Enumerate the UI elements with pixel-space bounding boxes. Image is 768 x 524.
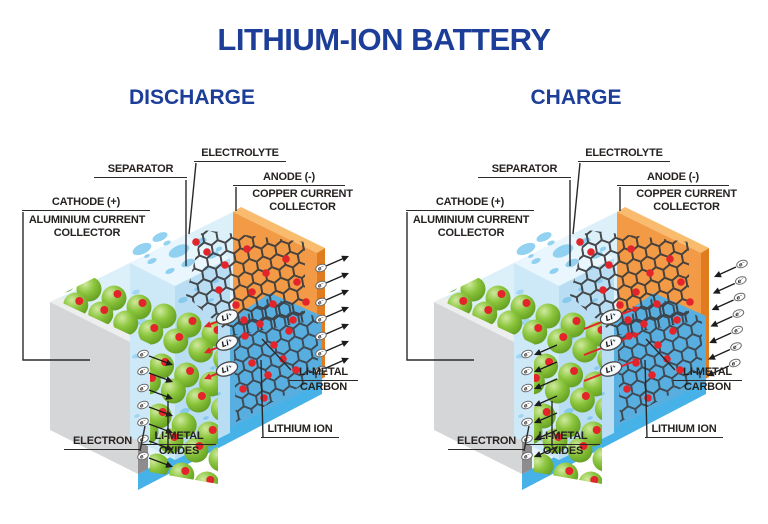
svg-text:Li⁺: Li⁺ <box>604 337 618 349</box>
svg-text:e⁻: e⁻ <box>139 419 147 427</box>
copper-collector-label: COPPER CURRENT COLLECTOR <box>636 188 737 213</box>
svg-text:e⁻: e⁻ <box>317 367 325 375</box>
svg-text:e⁻: e⁻ <box>317 333 325 341</box>
charge-battery-illustration: Li⁺ Li⁺ Li⁺ e⁻ e⁻ e⁻ e⁻ e⁻ e⁻ e⁻ e⁻ e⁻ e⁻ e⁻ e⁻ e⁻ e⁻ <box>406 162 748 490</box>
svg-text:e⁻: e⁻ <box>317 282 325 290</box>
battery-3d: Li⁺ Li⁺ Li⁺ e⁻ e⁻ e⁻ e⁻ e⁻ e⁻ e⁻ e⁻ e⁻ e⁻ e⁻ e⁻ e⁻ e⁻ <box>22 162 349 490</box>
svg-text:e⁻: e⁻ <box>731 360 739 368</box>
charge-heading: CHARGE <box>530 86 622 109</box>
lithium-ion-label: LITHIUM ION <box>261 423 339 438</box>
lithium-ion-icons: Li⁺ Li⁺ Li⁺ <box>583 306 640 382</box>
anode-label: ANODE (-) <box>617 171 729 186</box>
svg-text:e⁻: e⁻ <box>139 402 147 410</box>
svg-text:e⁻: e⁻ <box>735 310 743 318</box>
separator-label: SEPARATOR <box>478 163 571 178</box>
lithium-ion-icons: Li⁺ Li⁺ Li⁺ <box>204 309 239 380</box>
electrolyte-bottom-strip <box>138 378 322 490</box>
li-metal-carbon-label: LI-METAL CARBON <box>673 366 742 394</box>
svg-text:e⁻: e⁻ <box>523 453 531 461</box>
svg-text:Li⁺: Li⁺ <box>604 311 618 323</box>
charge-panel: CHARGE Li⁺Li⁺Li⁺e⁻e⁻e⁻e⁻e⁻e⁻e⁻e⁻e⁻e⁻e⁻e⁻… <box>384 84 768 524</box>
svg-text:Li⁺: Li⁺ <box>604 363 618 375</box>
battery-3d: Li⁺ Li⁺ Li⁺ e⁻ e⁻ e⁻ e⁻ e⁻ e⁻ e⁻ e⁻ e⁻ e⁻ e⁻ e⁻ e⁻ e⁻ <box>406 162 748 490</box>
li-metal-carbon-label: LI-METAL CARBON <box>289 366 358 394</box>
lithium-ion-label: LITHIUM ION <box>645 423 723 438</box>
svg-text:e⁻: e⁻ <box>523 368 531 376</box>
leader-lines <box>22 162 292 452</box>
svg-text:e⁻: e⁻ <box>523 385 531 393</box>
aluminium-collector-label: ALUMINIUM CURRENT COLLECTOR <box>28 214 146 239</box>
svg-text:Li⁺: Li⁺ <box>220 311 234 323</box>
copper-collector-label: COPPER CURRENT COLLECTOR <box>252 188 353 213</box>
svg-text:e⁻: e⁻ <box>736 294 744 302</box>
li-metal-oxides-line2: OXIDES <box>542 445 584 457</box>
svg-text:e⁻: e⁻ <box>139 351 147 359</box>
electron-label: ELECTRON <box>448 435 525 450</box>
svg-text:e⁻: e⁻ <box>317 316 325 324</box>
svg-text:e⁻: e⁻ <box>317 350 325 358</box>
charge-art: Li⁺ Li⁺ Li⁺ e⁻ e⁻ e⁻ e⁻ e⁻ e⁻ e⁻ e⁻ e⁻ e⁻ e⁻ e⁻ e⁻ e⁻ SE… <box>384 130 768 524</box>
discharge-art: Li⁺ Li⁺ Li⁺ e⁻ e⁻ e⁻ e⁻ e⁻ e⁻ e⁻ e⁻ e⁻ e⁻ e⁻ e⁻ e⁻ e⁻ SE… <box>0 130 384 524</box>
li-metal-carbon-line1: LI-METAL <box>289 366 358 381</box>
li-metal-carbon-line1: LI-METAL <box>673 366 742 381</box>
leader-lines <box>406 162 676 452</box>
svg-text:Li⁺: Li⁺ <box>220 363 234 375</box>
svg-text:e⁻: e⁻ <box>139 453 147 461</box>
electron-icons-cathode: e⁻ e⁻ e⁻ e⁻ e⁻ e⁻ e⁻ <box>137 349 173 468</box>
lithium-ion-dots <box>192 238 310 402</box>
aluminium-collector-label: ALUMINIUM CURRENT COLLECTOR <box>412 214 530 239</box>
discharge-heading: DISCHARGE <box>128 86 255 109</box>
separator-label: SEPARATOR <box>94 163 187 178</box>
svg-text:e⁻: e⁻ <box>523 351 531 359</box>
li-metal-oxides-line1: LI-METAL <box>142 430 216 445</box>
anode-label: ANODE (-) <box>233 171 345 186</box>
li-metal-oxides-label: LI-METAL OXIDES <box>526 430 600 458</box>
li-metal-oxides-line2: OXIDES <box>158 445 200 457</box>
svg-text:e⁻: e⁻ <box>733 327 741 335</box>
svg-text:e⁻: e⁻ <box>317 299 325 307</box>
svg-text:e⁻: e⁻ <box>738 261 746 269</box>
electron-label: ELECTRON <box>64 435 141 450</box>
electron-icons-anode: e⁻ e⁻ e⁻ e⁻ e⁻ e⁻ e⁻ <box>706 259 748 377</box>
electrolyte-label: ELECTROLYTE <box>578 147 670 162</box>
cathode-label: CATHODE (+) <box>22 196 150 211</box>
svg-text:e⁻: e⁻ <box>523 419 531 427</box>
li-metal-oxides-line1: LI-METAL <box>526 430 600 445</box>
li-metal-carbon-line2: CARBON <box>683 381 732 393</box>
svg-text:e⁻: e⁻ <box>139 368 147 376</box>
discharge-panel: DISCHARGE Li⁺Li⁺Li⁺e⁻e⁻e⁻e⁻e⁻e⁻e⁻e⁻e⁻e⁻e… <box>0 84 384 524</box>
svg-text:e⁻: e⁻ <box>139 385 147 393</box>
page-title: LITHIUM-ION BATTERY <box>217 22 551 57</box>
electron-icons-anode: e⁻ e⁻ e⁻ e⁻ e⁻ e⁻ e⁻ <box>315 255 349 375</box>
svg-text:e⁻: e⁻ <box>523 402 531 410</box>
svg-text:Li⁺: Li⁺ <box>220 337 234 349</box>
electrolyte-bottom-strip <box>522 378 706 490</box>
electrolyte-label: ELECTROLYTE <box>194 147 286 162</box>
li-metal-oxides-label: LI-METAL OXIDES <box>142 430 216 458</box>
discharge-battery-illustration: Li⁺ Li⁺ Li⁺ e⁻ e⁻ e⁻ e⁻ e⁻ e⁻ e⁻ e⁻ e⁻ e⁻ e⁻ e⁻ e⁻ e⁻ <box>22 162 349 490</box>
cathode-label: CATHODE (+) <box>406 196 534 211</box>
electron-icons-cathode: e⁻ e⁻ e⁻ e⁻ e⁻ e⁻ e⁻ <box>521 344 558 461</box>
li-metal-carbon-line2: CARBON <box>299 381 348 393</box>
svg-text:e⁻: e⁻ <box>732 343 740 351</box>
svg-text:e⁻: e⁻ <box>317 265 325 273</box>
svg-text:e⁻: e⁻ <box>139 436 147 444</box>
svg-text:e⁻: e⁻ <box>523 436 531 444</box>
svg-text:e⁻: e⁻ <box>737 277 745 285</box>
